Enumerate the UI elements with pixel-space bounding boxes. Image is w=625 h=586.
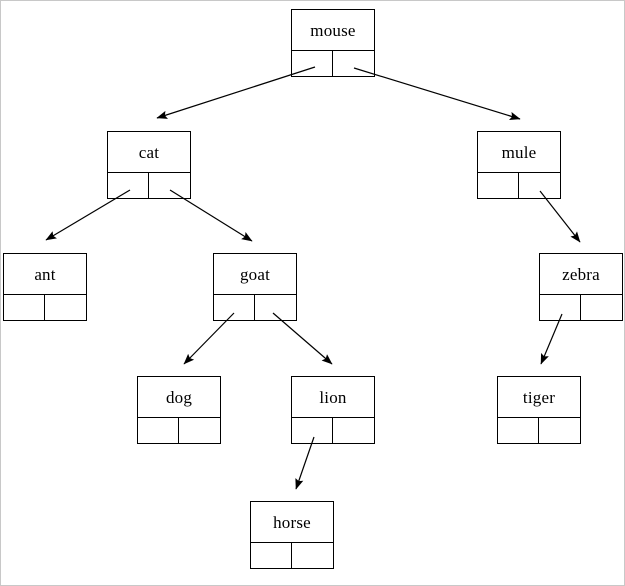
tree-node-right-pointer-cell[interactable] [45, 295, 86, 320]
tree-node-right-pointer-cell[interactable] [519, 173, 560, 198]
tree-node-pointer-cells [214, 294, 296, 320]
tree-node-mule[interactable]: mule [477, 131, 561, 199]
tree-node-right-pointer-cell[interactable] [255, 295, 296, 320]
tree-node-pointer-cells [540, 294, 622, 320]
tree-node-left-pointer-cell[interactable] [540, 295, 581, 320]
tree-node-right-pointer-cell[interactable] [179, 418, 220, 443]
tree-node-dog[interactable]: dog [137, 376, 221, 444]
tree-node-right-pointer-cell[interactable] [333, 418, 374, 443]
tree-node-lion[interactable]: lion [291, 376, 375, 444]
tree-node-label: lion [319, 387, 347, 407]
tree-node-horse[interactable]: horse [250, 501, 334, 569]
tree-node-goat[interactable]: goat [213, 253, 297, 321]
tree-edge-lion-left-to-horse [295, 436, 315, 490]
tree-node-left-pointer-cell[interactable] [214, 295, 255, 320]
tree-node-cat[interactable]: cat [107, 131, 191, 199]
tree-node-left-pointer-cell[interactable] [108, 173, 149, 198]
tree-node-label: tiger [522, 387, 556, 407]
tree-node-right-pointer-cell[interactable] [333, 51, 374, 76]
tree-edge-mouse-right-to-mule [353, 67, 521, 121]
tree-node-pointer-cells [478, 172, 560, 198]
tree-node-pointer-cells [498, 417, 580, 443]
tree-node-left-pointer-cell[interactable] [138, 418, 179, 443]
tree-node-left-pointer-cell[interactable] [498, 418, 539, 443]
tree-node-left-pointer-cell[interactable] [4, 295, 45, 320]
tree-node-pointer-cells [108, 172, 190, 198]
tree-node-zebra[interactable]: zebra [539, 253, 623, 321]
tree-node-label: mule [501, 142, 537, 162]
tree-node-ant[interactable]: ant [3, 253, 87, 321]
tree-node-label: mouse [310, 20, 356, 40]
tree-node-right-pointer-cell[interactable] [539, 418, 580, 443]
tree-node-pointer-cells [4, 294, 86, 320]
tree-edge-zebra-left-to-tiger [540, 313, 563, 365]
tree-node-right-pointer-cell[interactable] [581, 295, 622, 320]
tree-node-left-pointer-cell[interactable] [292, 51, 333, 76]
tree-node-left-pointer-cell[interactable] [478, 173, 519, 198]
tree-node-left-pointer-cell[interactable] [292, 418, 333, 443]
tree-node-label: zebra [562, 264, 600, 284]
tree-node-label: goat [239, 264, 271, 284]
tree-node-label: cat [138, 142, 160, 162]
tree-node-tiger[interactable]: tiger [497, 376, 581, 444]
tree-node-label: horse [273, 512, 311, 532]
tree-node-left-pointer-cell[interactable] [251, 543, 292, 568]
tree-node-pointer-cells [292, 417, 374, 443]
tree-node-label: ant [34, 264, 56, 284]
tree-node-pointer-cells [138, 417, 220, 443]
tree-node-label: dog [165, 387, 193, 407]
tree-node-pointer-cells [251, 542, 333, 568]
tree-node-mouse[interactable]: mouse [291, 9, 375, 77]
tree-node-pointer-cells [292, 50, 374, 76]
tree-node-right-pointer-cell[interactable] [149, 173, 190, 198]
tree-node-right-pointer-cell[interactable] [292, 543, 333, 568]
